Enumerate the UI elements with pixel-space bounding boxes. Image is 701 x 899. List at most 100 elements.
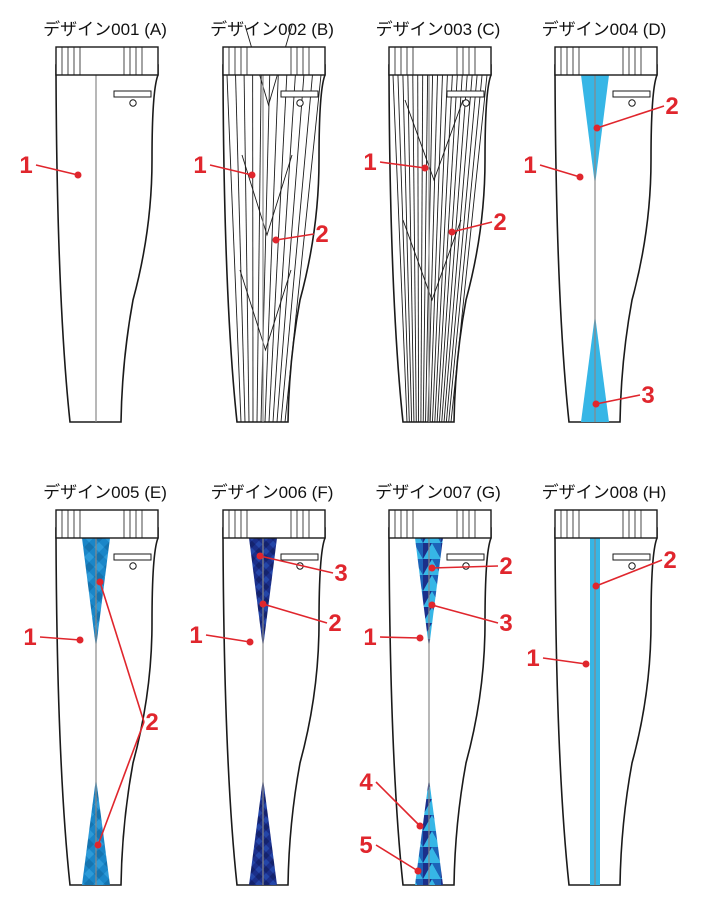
callout: 2 [593, 93, 679, 132]
callout-number: 2 [328, 610, 341, 637]
button [462, 562, 470, 570]
callout-leader [375, 781, 421, 827]
callout-dot [259, 600, 267, 608]
pinstripe [264, 74, 279, 423]
callout-leader [275, 233, 315, 241]
pants-drawing: デザイン002 (B) [210, 19, 334, 423]
pinstripe [397, 74, 410, 423]
callout-dot [416, 822, 424, 830]
callout-dot [593, 124, 601, 132]
pants-drawing: デザイン006 (F) [211, 482, 333, 886]
callout-leader [595, 559, 663, 587]
callout-number: 3 [641, 382, 654, 409]
callout-number: 3 [334, 560, 347, 587]
callout-dot [448, 228, 456, 236]
callout-leader [451, 221, 493, 233]
pinstripe [441, 74, 468, 423]
callout: 1 [23, 624, 84, 651]
pants-drawing: デザイン008 (H) [542, 482, 667, 886]
pinstripe [280, 74, 313, 423]
callout-leader [539, 164, 581, 178]
pinstripe [226, 74, 242, 423]
callout-leader [542, 657, 587, 665]
callout-leader [431, 604, 499, 624]
callout-leader [595, 394, 641, 405]
callout-number: 1 [189, 622, 202, 649]
callout-number: 2 [663, 547, 676, 574]
callout-leader [262, 603, 328, 624]
pinstripe [235, 74, 246, 423]
pants-drawing: デザイン001 (A) [43, 19, 167, 423]
waistband [55, 509, 159, 539]
pants-drawing: デザイン007 (G) [375, 482, 501, 886]
callout-dot [421, 164, 429, 172]
callout-dot [94, 841, 102, 849]
design-caption: デザイン008 (H) [542, 482, 667, 502]
pinstripe [443, 74, 473, 423]
pants-body [222, 527, 326, 886]
pinstripe [429, 74, 443, 423]
pinstripe [436, 74, 458, 423]
pinstripe [268, 74, 288, 423]
waistband [388, 509, 492, 539]
callout-leader [375, 844, 419, 872]
design-caption: デザイン002 (B) [210, 19, 334, 39]
callout-dot [74, 171, 82, 179]
pinstripe [392, 74, 408, 423]
pants-body [554, 64, 658, 423]
callout: 1 [19, 152, 82, 179]
button [129, 562, 137, 570]
pinstripe [432, 74, 448, 423]
callout-dot [76, 636, 84, 644]
pants-body [55, 527, 159, 886]
design-caption: デザイン007 (G) [375, 482, 501, 502]
callout-dot [272, 236, 280, 244]
callout-leader [39, 636, 81, 641]
callout-number: 2 [499, 553, 512, 580]
callout: 3 [256, 552, 348, 587]
callout-number: 1 [526, 645, 539, 672]
callout-number: 5 [359, 832, 372, 859]
callout-number: 2 [493, 209, 506, 236]
pocket-flap [446, 553, 485, 561]
pants-body [388, 527, 492, 886]
pants-body [55, 64, 159, 423]
callout-number: 2 [145, 709, 158, 736]
callout-dot [576, 173, 584, 181]
chevron-stripe [239, 269, 292, 352]
callout: 2 [428, 553, 513, 580]
design-caption: デザイン005 (E) [43, 482, 167, 502]
callout: 2 [272, 221, 329, 248]
callout-leader [379, 161, 426, 169]
pocket-flap [280, 553, 319, 561]
waistband [388, 46, 492, 76]
design-panel: デザイン005 (E) 1 2 [23, 482, 167, 886]
callout-secondary [94, 721, 145, 849]
callout-leader [205, 634, 251, 643]
pants-drawing: デザイン005 (E) [43, 482, 167, 886]
chevron-stripe [402, 219, 462, 302]
callout: 1 [526, 645, 590, 672]
callout-number: 2 [315, 221, 328, 248]
design-caption: デザイン004 (D) [542, 19, 667, 39]
waistband [554, 46, 658, 76]
pocket-flap [280, 90, 319, 98]
pinstripe [243, 74, 250, 423]
pinstripe [284, 74, 322, 423]
callout-dot [592, 582, 600, 590]
callout-number: 1 [523, 152, 536, 179]
design-caption: デザイン003 (C) [376, 19, 501, 39]
pinstripe [450, 74, 488, 423]
pinstripe [256, 74, 262, 423]
pocket-flap [612, 553, 651, 561]
callout-number: 3 [499, 610, 512, 637]
chevron-stripe [404, 99, 464, 182]
callout-leader [99, 581, 145, 723]
callout-number: 1 [193, 152, 206, 179]
button [628, 99, 636, 107]
callout-leader [431, 565, 499, 569]
pants-body [222, 64, 326, 423]
callout: 1 [523, 152, 584, 181]
